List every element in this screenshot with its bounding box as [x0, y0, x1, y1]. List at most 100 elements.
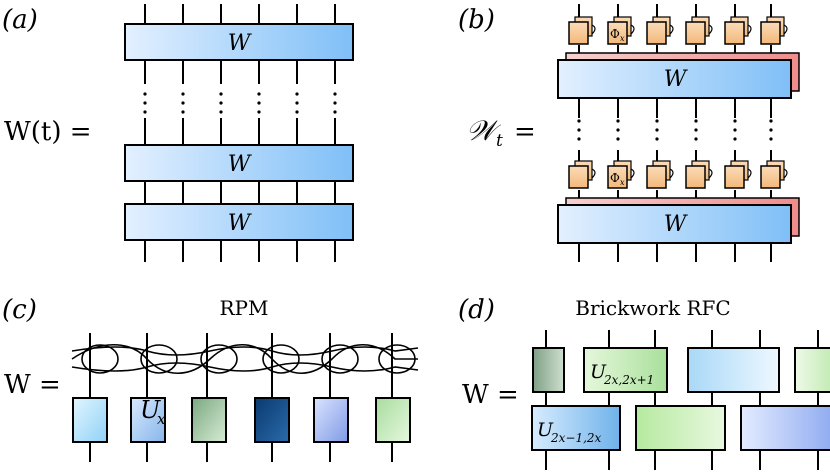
- b-dot: [616, 128, 620, 132]
- panel-d: (d) Brickwork RFC W = U 2x,2x+1 U 2x−1,2…: [458, 295, 830, 470]
- a-dot: [219, 110, 223, 114]
- b-w-block-upper: W: [557, 52, 800, 99]
- b-dot: [769, 119, 773, 123]
- phi-loop: [591, 24, 596, 35]
- panel-a-legs: [144, 4, 336, 262]
- a-dot: [257, 92, 261, 96]
- b-dot: [577, 128, 581, 132]
- c-unitary-box: [72, 397, 108, 443]
- b-dot: [577, 119, 581, 123]
- c-unitary-box: [130, 397, 166, 443]
- phi-box: [685, 21, 706, 45]
- d-gate-top-label: U: [590, 361, 607, 383]
- b-dot: [655, 119, 659, 123]
- phi-label: Φ: [610, 27, 620, 41]
- a-w-block-1: W: [124, 23, 354, 61]
- c-strand: [71, 362, 419, 372]
- b-dot: [616, 137, 620, 141]
- panel-c: (c) RPM W = U x: [2, 295, 419, 462]
- b-dot: [577, 137, 581, 141]
- d-gate-bottom-sub: 2x−1,2x: [550, 431, 602, 445]
- d-gate-top-1: [583, 347, 668, 393]
- panel-a-label: (a): [2, 5, 38, 35]
- c-pairing-ellipse: [81, 344, 119, 374]
- c-pairing-ellipse: [200, 344, 238, 374]
- phi-box: [760, 165, 781, 189]
- a-w-block-2: W: [124, 144, 354, 182]
- b-w-block-lower-label: W: [664, 212, 689, 237]
- b-dot: [694, 119, 698, 123]
- c-unitary-box: [313, 397, 349, 443]
- c-unitary-box: [191, 397, 227, 443]
- phi-loop: [669, 168, 674, 179]
- phi-loop: [747, 24, 752, 35]
- a-dot: [143, 92, 147, 96]
- phi-loop: [591, 168, 596, 179]
- phi-sub: x: [620, 178, 625, 187]
- a-dot: [143, 101, 147, 105]
- phi-label: Φ: [610, 171, 620, 185]
- phi-loop: [669, 24, 674, 35]
- phi-sub: x: [620, 34, 625, 43]
- c-pairing-ellipse: [321, 344, 359, 374]
- a-dot: [333, 101, 337, 105]
- panel-d-label: (d): [458, 295, 495, 325]
- panel-a-equation: W(t) =: [4, 117, 92, 147]
- a-dot: [143, 110, 147, 114]
- a-w-block-3: W: [124, 203, 354, 241]
- b-dot: [769, 137, 773, 141]
- b-dot: [733, 128, 737, 132]
- panel-c-equation: W =: [4, 370, 61, 400]
- a-dot: [181, 101, 185, 105]
- panel-b-ellipsis-dots: [577, 119, 773, 141]
- panel-c-unitaries: [72, 397, 411, 443]
- b-dot: [733, 137, 737, 141]
- b-dot: [733, 119, 737, 123]
- phi-box: [760, 21, 781, 45]
- b-dot: [769, 128, 773, 132]
- phi-loop: [747, 168, 752, 179]
- d-gate-bottom-0: [531, 405, 621, 451]
- b-w-block-lower: W: [557, 197, 800, 244]
- phi-loop: [783, 24, 788, 35]
- phi-box: [724, 21, 745, 45]
- panel-d-equation: W =: [462, 380, 519, 410]
- b-dot: [694, 128, 698, 132]
- c-unitary-box: [254, 397, 290, 443]
- phi-loop: [708, 24, 713, 35]
- b-dot: [616, 119, 620, 123]
- panel-b-equation-eq: =: [514, 117, 536, 147]
- phi-box: [646, 21, 667, 45]
- a-dot: [295, 101, 299, 105]
- panel-c-title: RPM: [220, 296, 269, 320]
- d-gate-bottom-1: [635, 405, 726, 451]
- a-w-block-3-label: W: [228, 211, 253, 236]
- d-gate-top-2: [687, 347, 780, 393]
- panel-a: (a) W(t) = W W W: [2, 4, 354, 262]
- panel-b-label: (b): [458, 5, 495, 35]
- a-dot: [333, 110, 337, 114]
- b-w-block-upper-label: W: [664, 67, 689, 92]
- a-dot: [257, 110, 261, 114]
- panel-d-legs: [545, 330, 819, 470]
- phi-box: [724, 165, 745, 189]
- phi-loop: [630, 168, 635, 179]
- a-dot: [295, 92, 299, 96]
- panel-c-label: (c): [2, 295, 37, 325]
- phi-box: [685, 165, 706, 189]
- d-gate-top-sub: 2x,2x+1: [603, 373, 654, 387]
- b-dot: [655, 137, 659, 141]
- a-dot: [333, 92, 337, 96]
- panel-c-unitary-sub: x: [157, 410, 166, 428]
- d-gate-top-0: [532, 347, 565, 393]
- phi-box: [607, 21, 628, 45]
- phi-box: [607, 165, 628, 189]
- panel-c-legs: [89, 333, 393, 462]
- c-strand: [71, 346, 419, 356]
- a-dot: [181, 92, 185, 96]
- phi-loop: [630, 24, 635, 35]
